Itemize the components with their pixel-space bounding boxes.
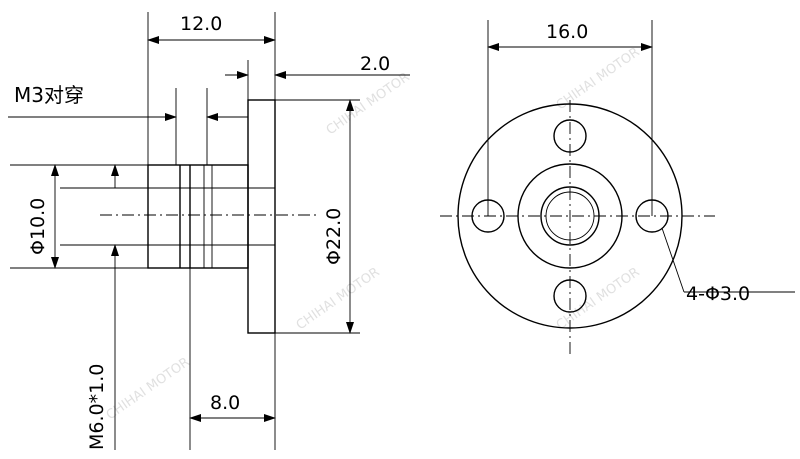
svg-text:CHIHAI MOTOR: CHIHAI MOTOR [294,265,383,333]
flange-body [247,99,276,334]
dim-bolt-holes: 4-Φ3.0 [686,283,750,305]
hub-body [147,164,249,269]
svg-text:CHIHAI MOTOR: CHIHAI MOTOR [324,70,413,138]
dim-hub-diameter: Φ10.0 [27,198,49,255]
dim-hub-length: 8.0 [210,392,240,414]
watermark: CHIHAI MOTOR CHIHAI MOTOR CHIHAI MOTOR C… [104,45,643,423]
svg-text:CHIHAI MOTOR: CHIHAI MOTOR [104,355,193,423]
dim-bolt-circle: 16.0 [546,21,588,43]
dim-flange-thickness: 2.0 [360,53,390,75]
svg-text:CHIHAI MOTOR: CHIHAI MOTOR [554,45,643,113]
svg-text:CHIHAI MOTOR: CHIHAI MOTOR [554,265,643,333]
dim-cross-hole: M3对穿 [14,83,84,107]
front-view: 16.0 4-Φ3.0 [440,20,795,355]
dim-flange-diameter: Φ22.0 [323,208,345,265]
dim-thread: M6.0*1.0 [86,364,108,450]
side-view: 12.0 2.0 M3对穿 Φ10.0 M6.0*1.0 Φ22.0 8.0 [8,12,410,450]
dim-overall-length: 12.0 [180,13,222,35]
